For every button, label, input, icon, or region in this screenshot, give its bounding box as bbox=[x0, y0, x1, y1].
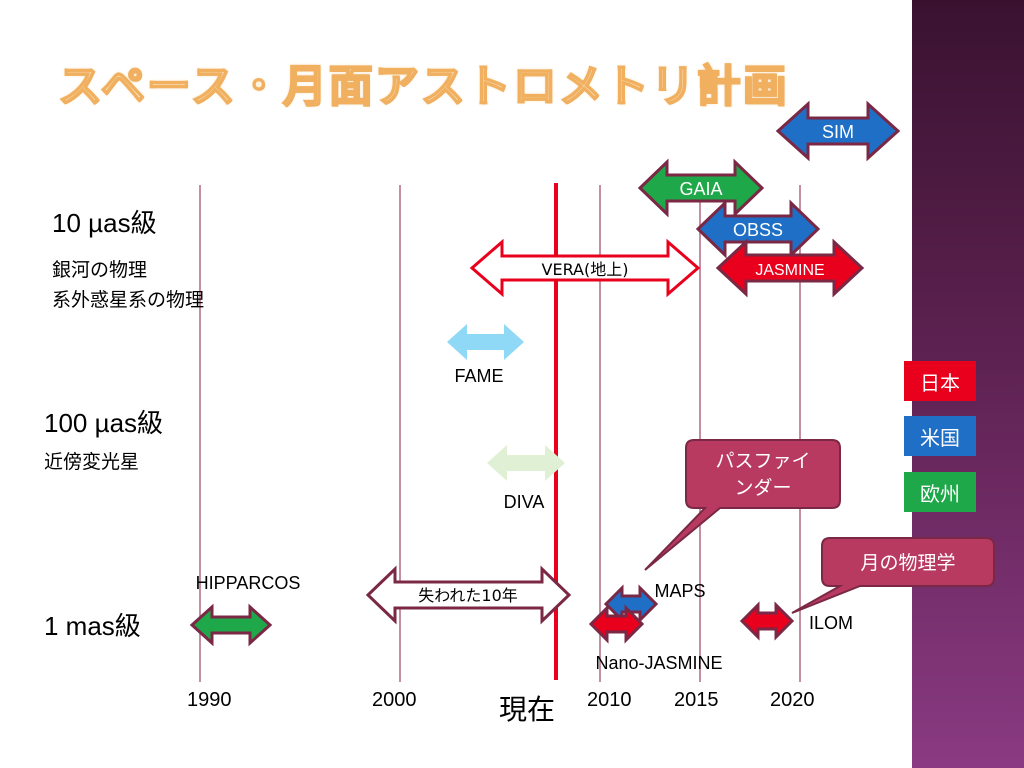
page-title: スペース・月面アストロメトリ計画 bbox=[57, 60, 789, 113]
moon-physics-callout-text: 月の物理学 bbox=[860, 552, 955, 574]
maps-label: MAPS bbox=[654, 581, 705, 601]
ilom-label: ILOM bbox=[809, 613, 853, 633]
fame-label: FAME bbox=[454, 366, 503, 386]
year-2020: 2020 bbox=[770, 689, 815, 711]
nano-jasmine-label: Nano-JASMINE bbox=[595, 653, 722, 673]
lost-decade-label: 失われた10年 bbox=[418, 586, 518, 605]
year-2000: 2000 bbox=[372, 689, 417, 711]
diva-arrow bbox=[487, 445, 565, 481]
year-1990: 1990 bbox=[187, 689, 232, 711]
level-100uas-desc: 近傍変光星 bbox=[44, 451, 140, 473]
obss-label: OBSS bbox=[733, 220, 783, 240]
vera-label: VERA(地上) bbox=[542, 260, 629, 279]
vera-arrow bbox=[469, 238, 701, 298]
gaia-label: GAIA bbox=[679, 179, 722, 199]
pathfinder-callout bbox=[644, 439, 841, 571]
pathfinder-callout-line2: ンダー bbox=[734, 477, 791, 499]
level-1mas-label: 1 mas級 bbox=[44, 611, 141, 641]
year-2010: 2010 bbox=[587, 689, 632, 711]
level-10uas-desc-exoplanet: 系外惑星系の物理 bbox=[52, 289, 205, 311]
diva-label: DIVA bbox=[504, 492, 545, 512]
obss-arrow bbox=[695, 199, 821, 259]
sim-label: SIM bbox=[822, 122, 854, 142]
gaia-arrow bbox=[637, 158, 765, 218]
pathfinder-callout-line1: パスファイ bbox=[715, 450, 810, 472]
ilom-arrow bbox=[739, 601, 795, 641]
year-2015: 2015 bbox=[674, 689, 719, 711]
sim-arrow bbox=[775, 100, 901, 162]
level-10uas-desc-galaxy: 銀河の物理 bbox=[52, 259, 148, 281]
legend-usa: 米国 bbox=[904, 416, 976, 456]
present-label: 現在 bbox=[499, 693, 556, 726]
jasmine-label: JASMINE bbox=[755, 262, 824, 279]
fame-arrow bbox=[447, 324, 524, 360]
moon-physics-callout bbox=[791, 537, 995, 614]
nano-jasmine-arrow bbox=[588, 604, 645, 644]
hipparcos-label: HIPPARCOS bbox=[196, 573, 301, 593]
jasmine-arrow bbox=[715, 238, 865, 298]
level-10uas-label: 10 µas級 bbox=[52, 208, 157, 238]
lost-decade-arrow bbox=[365, 565, 572, 625]
level-100uas-label: 100 µas級 bbox=[44, 408, 164, 438]
hipparcos-arrow bbox=[189, 603, 273, 647]
legend-europe: 欧州 bbox=[904, 472, 976, 512]
legend-japan: 日本 bbox=[904, 361, 976, 401]
